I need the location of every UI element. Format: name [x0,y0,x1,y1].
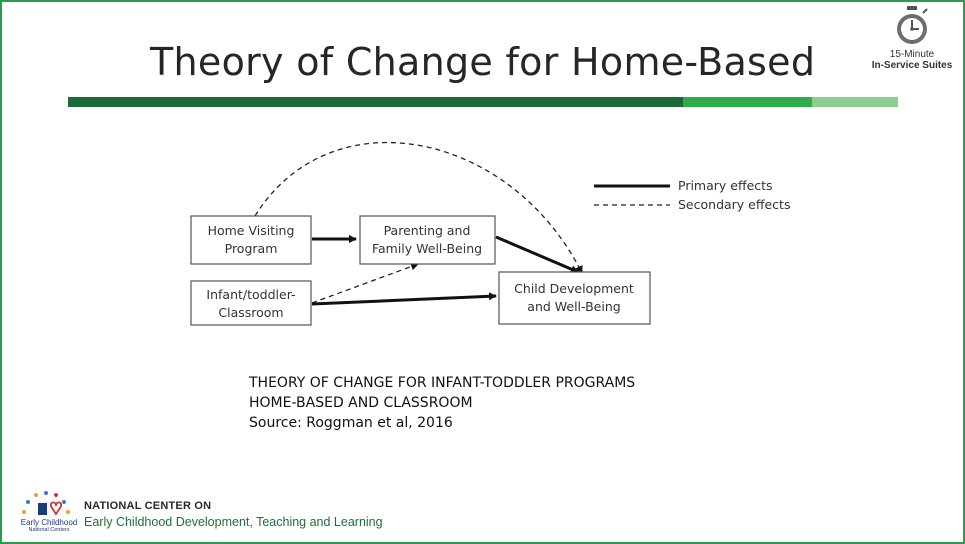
figure-caption: THEORY OF CHANGE FOR INFANT-TODDLER PROG… [249,373,635,433]
org-name-line2: Early Childhood Development, Teaching an… [84,515,383,529]
legend: Primary effects Secondary effects [594,178,790,212]
node-parenting: Parenting and Family Well-Being [359,215,496,265]
caption-line2: HOME-BASED AND CLASSROOM [249,395,473,411]
node-home-visiting-line1: Home Visiting [208,223,295,238]
secondary-arrow-home-to-child [254,142,583,274]
node-home-visiting-line2: Program [225,241,278,256]
node-child-development-line2: and Well-Being [527,299,620,314]
primary-arrow-parenting-to-child [495,235,579,274]
caption-line1: THEORY OF CHANGE FOR INFANT-TODDLER PROG… [249,375,636,391]
title-underline-light [812,97,898,107]
secondary-arrow-class-to-parenting [311,262,419,304]
early-childhood-logo-mark [22,491,70,516]
node-classroom-line2: Classroom [218,305,283,320]
legend-primary-label: Primary effects [678,178,773,193]
node-parenting-line1: Parenting and [384,223,471,238]
node-classroom-line1: Infant/toddler- [206,287,295,302]
node-home-visiting: Home Visiting Program [190,215,312,265]
node-classroom: Infant/toddler- Classroom [190,280,312,326]
logo-text-line2: National Centers [28,527,70,533]
node-parenting-line2: Family Well-Being [372,241,482,256]
title-underline-dark [68,97,683,107]
title-underline-mid [683,97,812,107]
node-child-development-line1: Child Development [514,281,634,296]
early-childhood-logo: Early Childhood National Centers [14,490,77,536]
primary-arrow-class-to-child [311,292,497,306]
org-name-line1: NATIONAL CENTER ON [84,500,212,512]
footer-organization: NATIONAL CENTER ON Early Childhood Devel… [84,500,383,529]
slide-title: Theory of Change for Home-Based [150,40,816,84]
theory-of-change-diagram: Home Visiting Program Infant/toddler- Cl… [190,142,790,326]
badge-line1: 15-Minute [889,49,935,60]
node-child-development: Child Development and Well-Being [498,271,651,325]
logo-text-line1: Early Childhood [20,518,78,527]
caption-source: Source: Roggman et al, 2016 [249,415,453,431]
legend-secondary-label: Secondary effects [678,197,790,212]
in-service-badge: 15-Minute In-Service Suites [865,5,959,85]
badge-line2: In-Service Suites [871,60,953,71]
stopwatch-icon [897,6,928,44]
